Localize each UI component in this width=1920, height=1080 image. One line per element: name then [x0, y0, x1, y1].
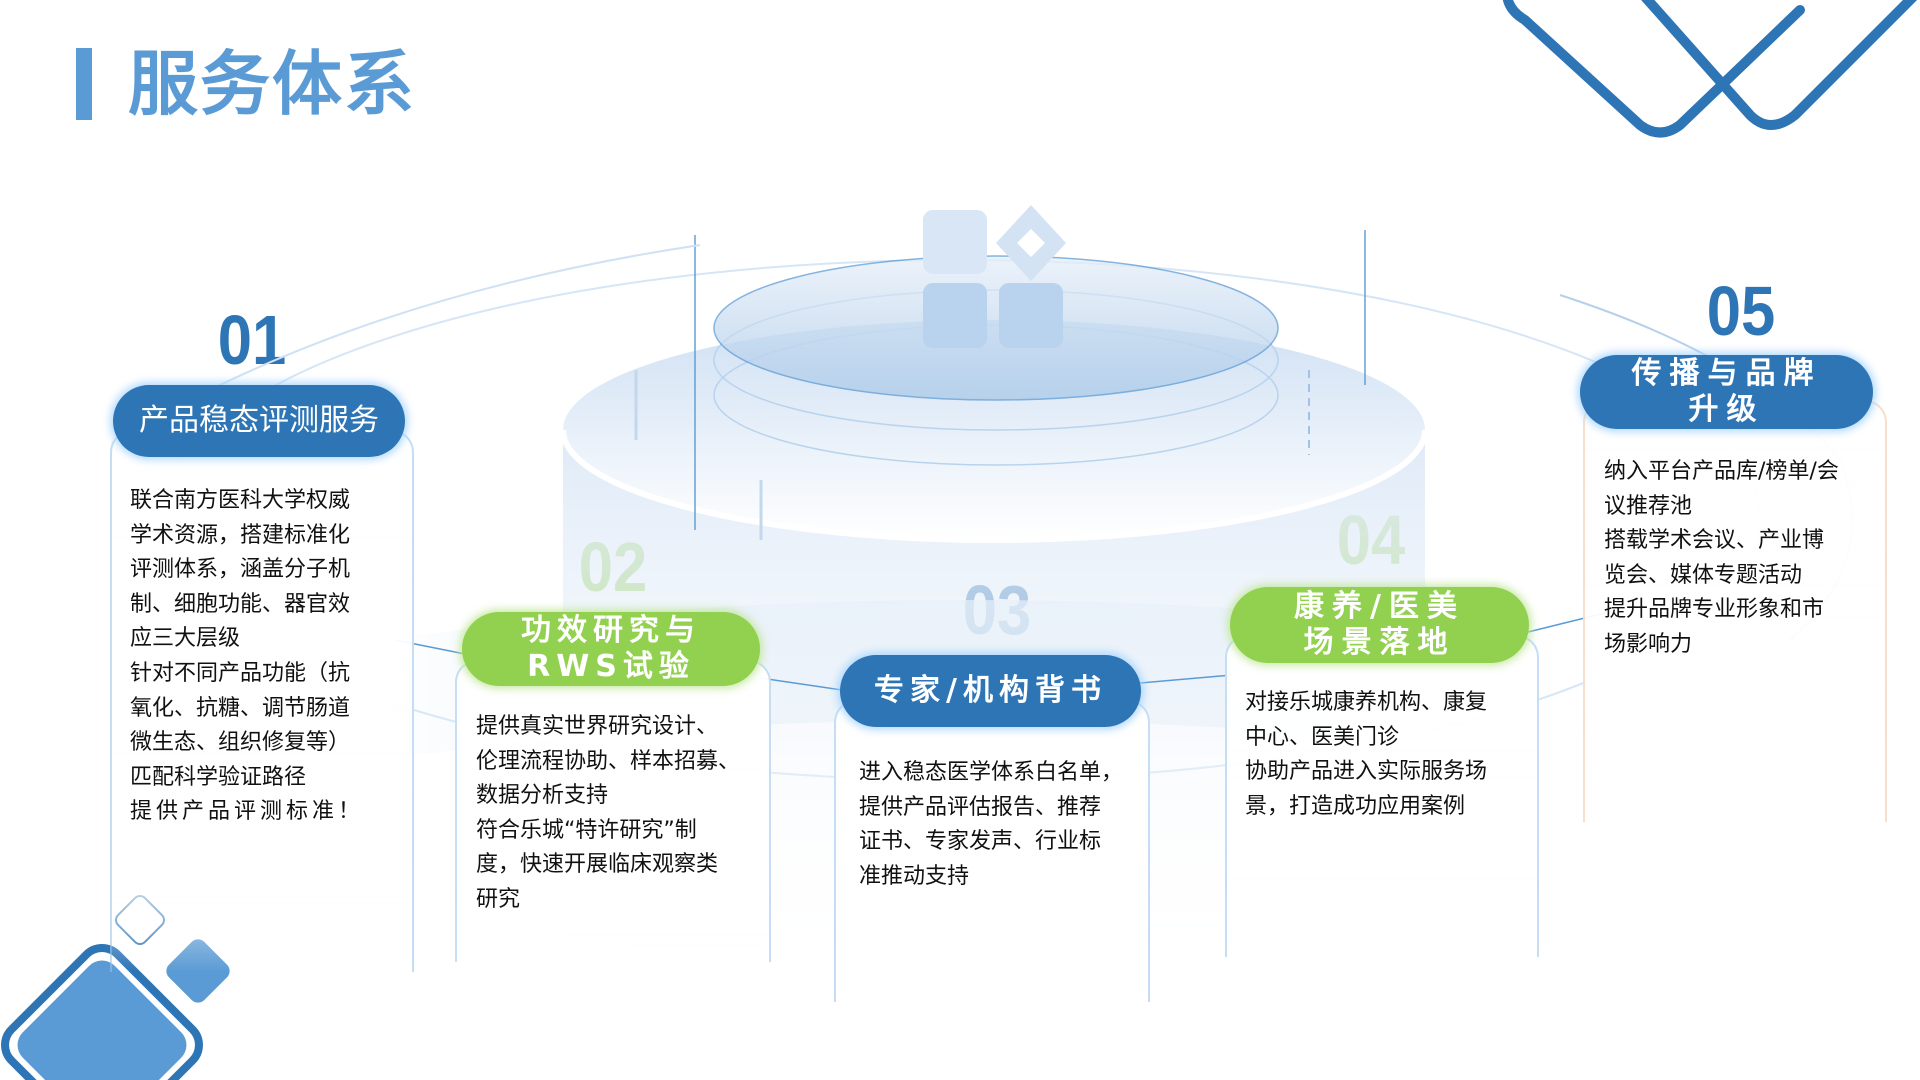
- apps-grid-icon: [923, 205, 1066, 348]
- service-description: 纳入平台产品库/榜单/会 议推荐池 搭载学术会议、产业博 览会、媒体专题活动 提…: [1604, 459, 1839, 657]
- service-title-line: 场景落地: [1303, 625, 1456, 660]
- service-description: 联合南方医科大学权威 学术资源，搭建标准化 评测体系，涵盖分子机 制、细胞功能、…: [130, 488, 365, 825]
- service-title-line: 传播与品牌: [1631, 356, 1822, 391]
- service-card-03: [834, 700, 1150, 1002]
- title-accent-bar: [76, 48, 92, 120]
- service-number: 05: [1706, 272, 1776, 350]
- service-description: 对接乐城康养机构、康复 中心、医美门诊 协助产品进入实际服务场 景，打造成功应用…: [1245, 690, 1488, 819]
- service-card-02: [455, 660, 771, 962]
- page-title: 服务体系: [128, 43, 416, 125]
- service-description: 进入稳态医学体系白名单， 提供产品评估报告、推荐 证书、专家发声、行业标 准推动…: [859, 760, 1124, 889]
- service-title: 专家/机构背书: [874, 673, 1107, 708]
- diamond-outline-decoration: [1502, 0, 1918, 138]
- service-card-05: [1583, 400, 1887, 822]
- service-description: 提供真实世界研究设计、 伦理流程协助、样本招募、 数据分析支持 符合乐城“特许研…: [476, 714, 741, 912]
- service-number: 01: [217, 301, 287, 379]
- service-title-line: 功效研究与: [521, 613, 701, 648]
- service-title-line: 升级: [1688, 392, 1765, 427]
- service-card-04: [1225, 635, 1539, 957]
- service-title-pill: 康养/医美 场景落地: [1230, 587, 1529, 663]
- service-title-line: RWS试验: [527, 649, 695, 684]
- service-title-line: 康养/医美: [1294, 589, 1465, 624]
- service-title-pill: 专家/机构背书: [840, 655, 1141, 727]
- service-title: 产品稳态评测服务: [139, 403, 379, 438]
- service-title-pill: 传播与品牌 升级: [1580, 355, 1873, 429]
- service-title-pill: 产品稳态评测服务: [113, 385, 405, 457]
- service-title-pill: 功效研究与 RWS试验: [462, 612, 760, 686]
